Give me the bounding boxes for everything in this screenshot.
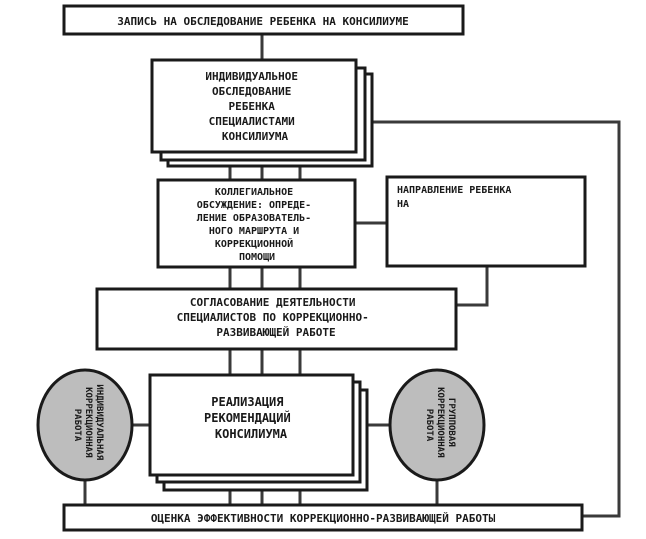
implementation-text: РЕАЛИЗАЦИЯ РЕКОМЕНДАЦИЙ КОНСИЛИУМА bbox=[204, 395, 298, 441]
referral-box bbox=[385, 175, 587, 268]
connectors bbox=[83, 34, 621, 518]
coordination-text: СОГЛАСОВАНИЕ ДЕЯТЕЛЬНОСТИ СПЕЦИАЛИСТОВ П… bbox=[177, 296, 376, 339]
evaluation-box bbox=[62, 503, 584, 532]
group-work-text: ГРУППОВАЯ КОРРЕКЦИОННАЯ РАБОТА bbox=[424, 387, 456, 463]
implementation-box bbox=[148, 373, 355, 477]
connector-referral-coordination bbox=[456, 266, 489, 307]
connector-feedback-loop bbox=[372, 120, 621, 518]
discussion-box bbox=[156, 178, 357, 269]
evaluation-text: ОЦЕНКА ЭФФЕКТИВНОСТИ КОРРЕКЦИОННО-РАЗВИВ… bbox=[151, 512, 496, 525]
exam-text: ИНДИВИДУАЛЬНОЕ ОБСЛЕДОВАНИЕ РЕБЕНКА СПЕЦ… bbox=[205, 70, 304, 143]
coordination-box bbox=[95, 287, 458, 351]
group-work-oval bbox=[388, 368, 486, 482]
record-text: ЗАПИСЬ НА ОБСЛЕДОВАНИЕ РЕБЕНКА НА КОНСИЛ… bbox=[117, 15, 408, 28]
individual-work-oval bbox=[36, 368, 134, 482]
exam-box bbox=[150, 58, 358, 154]
individual-work-text: ИНДИВИДУАЛЬНАЯ КОРРЕКЦИОННАЯ РАБОТА bbox=[72, 384, 104, 465]
discussion-text: КОЛЛЕГИАЛЬНОЕ ОБСУЖДЕНИЕ: ОПРЕДЕ- ЛЕНИЕ … bbox=[197, 187, 317, 263]
record-box bbox=[62, 4, 465, 36]
referral-text: НАПРАВЛЕНИЕ РЕБЕНКА НА bbox=[397, 185, 517, 210]
